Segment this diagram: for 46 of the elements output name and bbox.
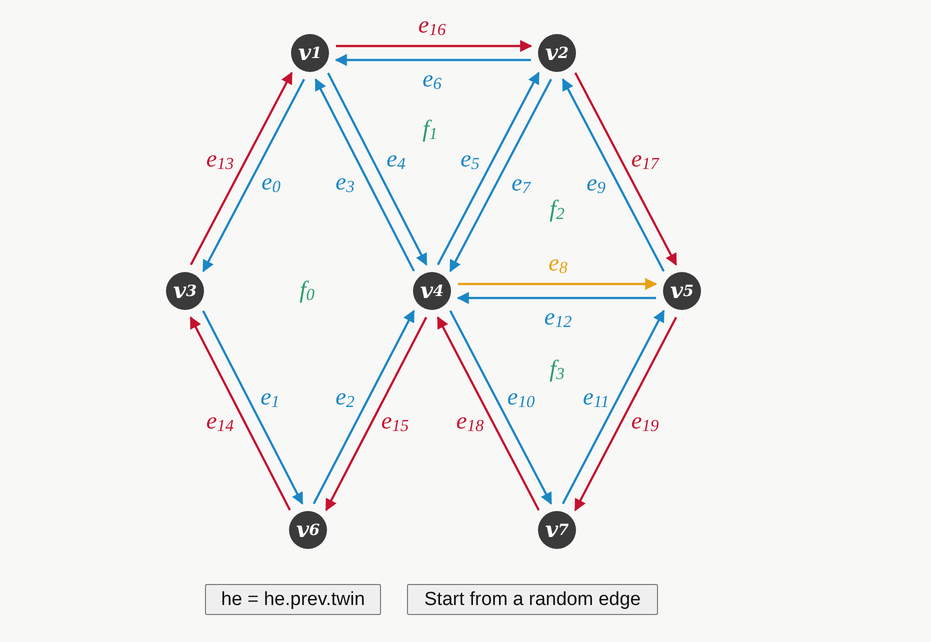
- half-edge-arrow: [456, 292, 656, 304]
- edge-label: e$_{11}$: [582, 385, 610, 411]
- edge-label: e$_{2}$: [335, 385, 355, 411]
- half-edge-arrow: [190, 72, 293, 266]
- edge-label: e$_{6}$: [422, 67, 442, 93]
- edge-label: e$_{16}$: [418, 13, 446, 39]
- action-button: he = he.prev.twin: [205, 584, 381, 615]
- face-label: f$_{1}$: [422, 117, 438, 143]
- edge-label: e$_{0}$: [261, 170, 281, 196]
- half-edge-arrow: [325, 316, 428, 512]
- half-edge-arrow: [458, 278, 658, 290]
- half-edge-arrow: [449, 310, 552, 505]
- edge-label: e$_{8}$: [548, 251, 568, 277]
- edge-label: e$_{1}$: [260, 385, 280, 411]
- edge-label: e$_{19}$: [631, 409, 659, 435]
- half-edge-arrow: [190, 316, 291, 511]
- edge-label: e$_{14}$: [206, 409, 234, 435]
- half-edge-arrow: [336, 40, 532, 52]
- half-edge-arrow: [562, 78, 665, 272]
- face-label: f$_{2}$: [549, 197, 565, 223]
- face-label: f$_{3}$: [549, 357, 565, 383]
- half-edge-arrow: [202, 78, 306, 272]
- half-edge-arrow: [574, 72, 678, 266]
- edge-label: e$_{10}$: [507, 385, 535, 411]
- action-button: Start from a random edge: [407, 584, 658, 615]
- edge-label: e$_{7}$: [511, 171, 531, 197]
- edge-label: e$_{13}$: [206, 147, 234, 173]
- half-edge-arrow: [436, 316, 540, 511]
- half-edge-arrow: [574, 316, 678, 512]
- half-edge-arrow: [449, 78, 552, 272]
- edge-label: e$_{18}$: [456, 409, 484, 435]
- edge-label: e$_{9}$: [586, 171, 606, 197]
- edge-label: e$_{15}$: [381, 409, 409, 435]
- edge-label: e$_{4}$: [386, 147, 406, 173]
- half-edge-arrow: [312, 310, 415, 504]
- half-edge-arrow: [314, 78, 415, 272]
- face-label: f$_{0}$: [299, 278, 315, 304]
- half-edge-arrow: [334, 54, 531, 66]
- edge-label: e$_{5}$: [460, 147, 480, 173]
- half-edge-arrow: [202, 310, 304, 505]
- edge-label: e$_{17}$: [631, 147, 659, 173]
- half-edge-arrow: [436, 72, 540, 266]
- half-edge-arrow: [562, 310, 665, 504]
- edge-label: e$_{12}$: [544, 305, 572, 331]
- edge-label: e$_{3}$: [335, 170, 355, 196]
- half-edge-arrow: [327, 72, 428, 266]
